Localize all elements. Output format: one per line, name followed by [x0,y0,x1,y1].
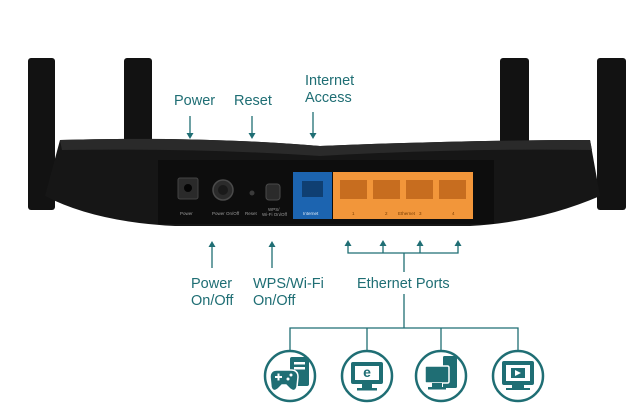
game-console-icon [263,349,317,403]
panel-label-eth-2: 2 [385,211,388,216]
callout-power-onoff-line2: On/Off [191,293,234,309]
callout-wps-wifi-onoff: WPS/Wi-Fi On/Off [253,276,324,310]
top-callout-arrowheads [186,133,317,139]
desktop-computer-icon [414,349,468,403]
power-jack-hole [184,184,192,192]
callout-ethernet-ports-text: Ethernet Ports [357,276,450,292]
monitor-e-glyph: e [363,364,371,380]
wps-button [265,183,281,201]
panel-label-power-onoff: Power On/Off [212,211,240,216]
antenna-left-outer [28,58,55,210]
smart-tv-icon [491,349,545,403]
panel-label-wps-2: Wi-Fi On/Off [262,212,287,217]
panel-label-ethernet: Ethernet [398,211,416,216]
callout-power: Power [174,93,215,110]
bottom-callout-lines [211,244,519,352]
callout-reset: Reset [234,93,272,110]
callout-power-text: Power [174,93,216,109]
panel-label-power: Power [180,211,193,216]
callout-power-onoff: Power On/Off [191,276,233,310]
router-top-edge [60,138,592,156]
panel-label-eth-3: 3 [419,211,422,216]
callout-reset-text: Reset [234,93,272,109]
panel-label-eth-1: 1 [352,211,355,216]
internet-explorer-monitor-icon [340,349,394,403]
reset-hole [249,190,255,196]
callout-internet-line1: Internet [305,73,355,89]
antenna-right-outer [597,58,626,210]
callout-wps-line1: WPS/Wi-Fi [253,276,324,292]
ethernet-port-1 [340,180,367,199]
panel-label-wps-1: WPS/ [268,207,280,212]
ethernet-port-2 [373,180,400,199]
callout-wps-line2: On/Off [253,293,296,309]
callout-ethernet-ports: Ethernet Ports [357,276,450,293]
callout-internet-access: Internet Access [305,73,354,107]
ethernet-port-4 [439,180,466,199]
internet-port-socket [302,181,323,197]
panel-label-eth-4: 4 [452,211,455,216]
callout-internet-line2: Access [305,90,352,106]
panel-label-reset: Reset [245,211,257,216]
callout-power-onoff-line1: Power [191,276,233,292]
ethernet-port-3 [406,180,433,199]
panel-label-internet: Internet [303,211,319,216]
internet-label-band [293,208,332,219]
power-button-center [218,185,228,195]
bottom-callout-arrowheads [208,240,462,247]
top-callout-lines [189,112,314,136]
